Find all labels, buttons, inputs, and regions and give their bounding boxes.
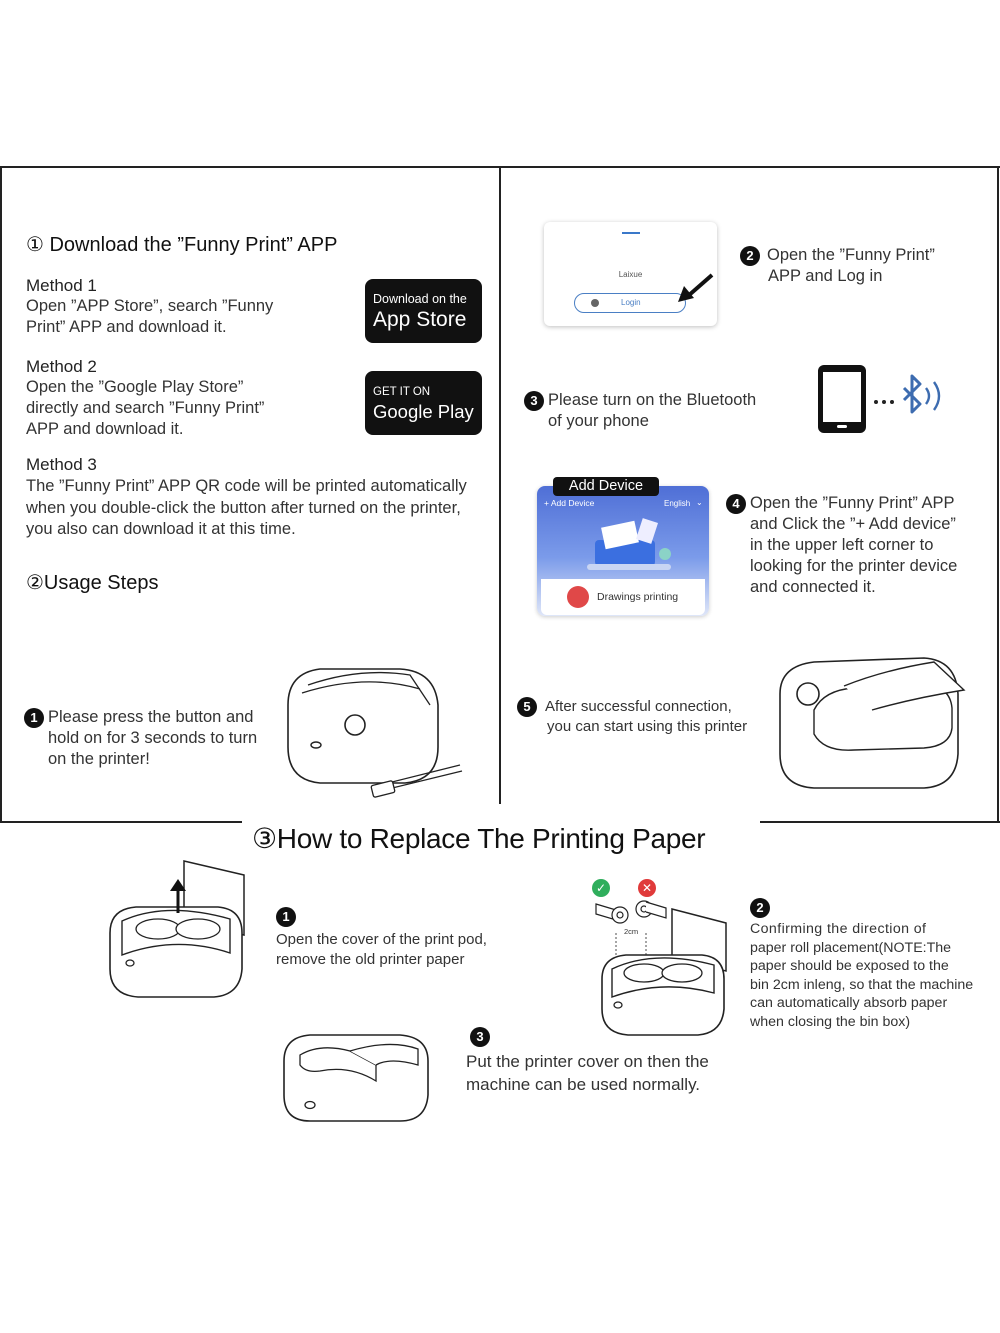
step-number-badge: 1 <box>276 907 296 928</box>
method2-title: Method 2 <box>26 357 97 376</box>
method1-title: Method 1 <box>26 276 97 295</box>
drawings-printing-bar[interactable]: Drawings printing <box>541 579 705 615</box>
app-store-button[interactable]: Download on the App Store <box>365 279 482 343</box>
printer-illustration <box>587 518 671 570</box>
closed-printer-illustration <box>283 1034 429 1122</box>
replace-step3-line: Put the printer cover on then the <box>466 1052 709 1071</box>
measurement-label: 2cm <box>624 927 639 936</box>
method3-line: The ”Funny Print” APP QR code will be pr… <box>26 477 467 495</box>
usage-step2: 2 Open the ”Funny Print” APP and Log in <box>740 245 935 287</box>
method3-text: The ”Funny Print” APP QR code will be pr… <box>26 476 467 541</box>
cross-icon: ✕ <box>638 879 656 897</box>
replace-step2-line: bin 2cm inleng, so that the machine <box>750 976 974 993</box>
app-store-big-label: App Store <box>373 308 467 331</box>
login-arrow-icon <box>678 273 714 302</box>
step-number-badge: 3 <box>470 1026 490 1047</box>
method3-title: Method 3 <box>26 455 97 474</box>
frame-bottom-left-border <box>0 821 242 823</box>
login-button[interactable]: Login <box>574 293 686 313</box>
paper-roll-placement-illustration <box>601 908 727 1036</box>
phone-icon <box>818 365 866 433</box>
add-device-link[interactable]: + Add Device <box>544 498 595 508</box>
method1-line: Print” APP and download it. <box>26 318 227 336</box>
replace-step1: 1 Open the cover of the print pod, remov… <box>276 907 487 970</box>
login-button-label: Login <box>621 298 641 307</box>
replace-step2-line: paper should be exposed to the <box>750 958 949 974</box>
frame-center-divider <box>499 166 501 804</box>
paper-roll-correct-icon <box>595 903 629 924</box>
step-number-badge: 3 <box>524 390 544 411</box>
check-icon: ✓ <box>592 879 610 897</box>
login-app-name: Laixue <box>618 270 643 279</box>
google-play-button[interactable]: GET IT ON Google Play <box>365 371 482 435</box>
usage-step2-line: Open the ”Funny Print” <box>767 246 935 264</box>
method1-line: Open ”APP Store”, search ”Funny <box>26 297 274 315</box>
usage-step5: 5 After successful connection, you can st… <box>517 697 747 737</box>
chevron-down-icon: ⌄ <box>696 498 703 507</box>
usage-step5-line: After successful connection, <box>545 698 732 715</box>
replace-step2-line: paper roll placement(NOTE:The <box>750 939 952 956</box>
google-play-small-label: GET IT ON <box>373 386 431 398</box>
replace-step1-line: Open the cover of the print pod, <box>276 931 487 949</box>
replace-step2-line: Confirming the direction of <box>750 921 927 937</box>
replace-heading: ③How to Replace The Printing Paper <box>252 823 706 854</box>
usage-step4-line: and connected it. <box>750 578 876 596</box>
printer-with-cable-illustration <box>287 668 463 798</box>
usage-step4-line: Open the ”Funny Print” APP <box>750 494 955 512</box>
open-printer-illustration <box>109 860 245 998</box>
replace-step2: 2 Confirming the direction of paper roll… <box>750 898 973 1031</box>
drawings-printing-label: Drawings printing <box>597 591 679 603</box>
step-number-badge: 4 <box>726 493 746 514</box>
app-store-small-label: Download on the <box>373 292 467 306</box>
step-number-badge: 5 <box>517 697 537 718</box>
replace-step3: 3 Put the printer cover on then the mach… <box>466 1024 709 1096</box>
paper-roll-wrong-icon <box>635 900 667 919</box>
frame-right-border <box>997 166 999 822</box>
step-number-badge: 2 <box>750 898 770 918</box>
usage-step3-line: of your phone <box>548 412 649 430</box>
method2-line: APP and download it. <box>26 420 184 438</box>
replace-step2-line: when closing the bin box) <box>750 1013 911 1030</box>
method1-text: Open ”APP Store”, search ”Funny Print” A… <box>26 296 273 338</box>
login-card-handle <box>622 232 640 234</box>
step-number-badge: 2 <box>740 245 760 266</box>
replace-step1-line: remove the old printer paper <box>276 951 465 969</box>
usage-step2-line: APP and Log in <box>768 267 883 285</box>
download-heading: ① Download the ”Funny Print” APP <box>26 234 338 256</box>
user-icon <box>591 299 599 307</box>
replace-step2-line: can automatically absorb paper <box>750 995 948 1011</box>
method2-line: directly and search ”Funny Print” <box>26 399 265 417</box>
usage-step5-line: you can start using this printer <box>547 718 748 736</box>
step-number-badge: 1 <box>24 707 44 728</box>
bluetooth-icon <box>874 374 941 414</box>
add-device-tag: Add Device <box>553 477 659 496</box>
usage-step4-line: looking for the printer device <box>750 557 958 575</box>
usage-step3-line: Please turn on the Bluetooth <box>548 391 757 409</box>
google-play-big-label: Google Play <box>373 401 474 422</box>
method2-line: Open the ”Google Play Store” <box>26 378 244 396</box>
replace-step3-line: machine can be used normally. <box>466 1075 701 1094</box>
login-card: Laixue Login <box>544 222 717 326</box>
usage-step4-line: and Click the ”+ Add device” <box>750 515 956 533</box>
usage-step1-line: hold on for 3 seconds to turn <box>48 729 258 747</box>
add-device-card: Add Device + Add Device English ⌄ Drawin… <box>537 477 709 618</box>
usage-step1-line: on the printer! <box>48 750 150 768</box>
frame-left-border <box>0 166 2 822</box>
usage-step1-line: Please press the button and <box>48 708 254 726</box>
frame-bottom-right-border <box>760 821 1000 823</box>
method3-line: you also can download it at this time. <box>26 520 296 538</box>
method3-line: when you double-click the button after t… <box>26 498 461 517</box>
usage-heading: ②Usage Steps <box>26 572 159 594</box>
language-select[interactable]: English <box>664 499 691 508</box>
printer-printing-illustration <box>779 657 966 789</box>
picture-icon <box>567 586 589 608</box>
method2-text: Open the ”Google Play Store” directly an… <box>26 377 264 440</box>
usage-step4-line: in the upper left corner to <box>750 536 934 554</box>
